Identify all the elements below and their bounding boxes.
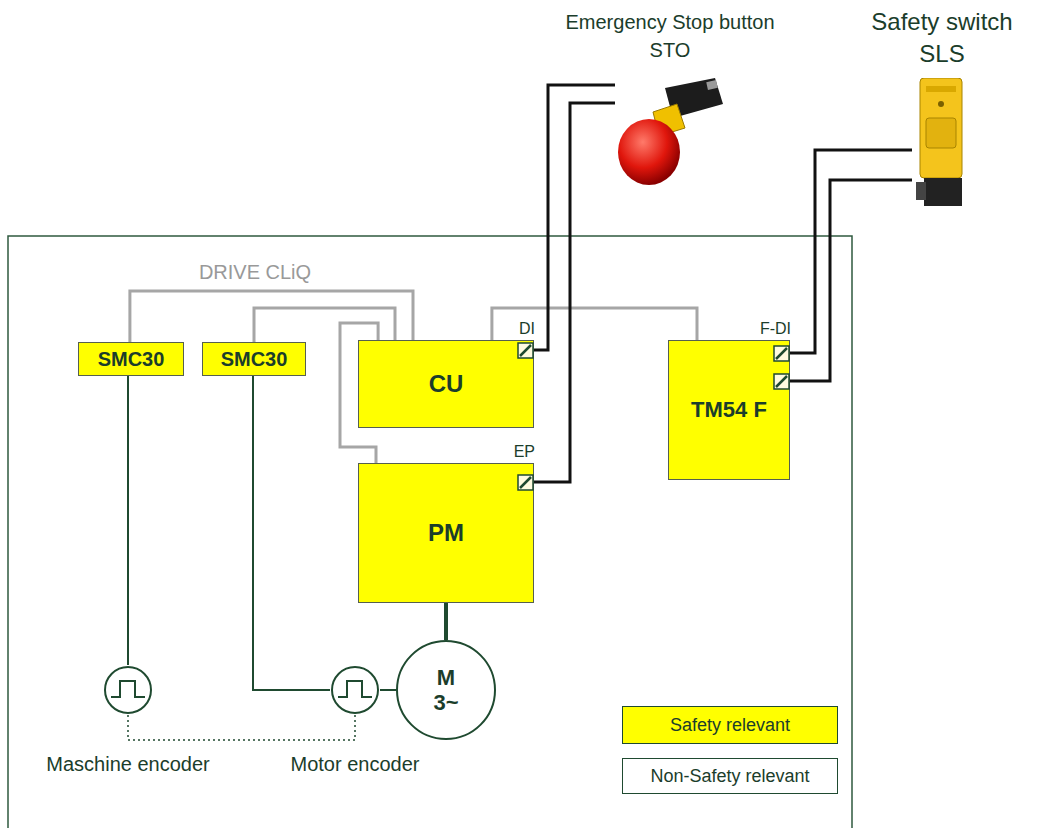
connection-line bbox=[444, 603, 448, 640]
housing-screw bbox=[938, 101, 944, 107]
terminal-label: F-DI bbox=[760, 320, 791, 338]
safety-switch: Safety switch SLS bbox=[912, 78, 972, 208]
control-unit: CUDI bbox=[358, 340, 534, 428]
terminal-slash bbox=[776, 376, 787, 387]
connection-line bbox=[380, 689, 396, 691]
signal-wire bbox=[790, 180, 912, 381]
sensor-module: SMC30 bbox=[202, 342, 306, 376]
signal-wire bbox=[534, 85, 615, 350]
actuator-slot bbox=[916, 182, 926, 200]
terminal-frame bbox=[518, 343, 533, 358]
sensor-module: SMC30 bbox=[78, 342, 184, 376]
terminal-frame bbox=[518, 475, 533, 490]
encoder-circle bbox=[105, 667, 151, 713]
encoder-illustration bbox=[330, 665, 380, 715]
module-name: SMC30 bbox=[98, 348, 165, 371]
terminal-symbol bbox=[774, 374, 789, 389]
drive-cliq-cable bbox=[492, 308, 697, 340]
part-label: Maschine encoder bbox=[18, 751, 238, 777]
terminal-frame bbox=[774, 374, 789, 389]
bus-label: DRIVE CLiQ bbox=[196, 260, 314, 284]
pulse-symbol bbox=[338, 681, 372, 697]
switch-housing bbox=[920, 78, 962, 178]
legend-text: Non-Safety relevant bbox=[650, 766, 809, 787]
terminal-symbol bbox=[774, 346, 789, 361]
terminal-symbol bbox=[518, 475, 533, 490]
actuator-head bbox=[924, 178, 962, 206]
mushroom-head bbox=[618, 119, 680, 185]
module-name: PM bbox=[428, 519, 464, 547]
emergency-stop-illustration bbox=[615, 78, 725, 188]
encoder-symbol: Maschine encoder bbox=[103, 665, 153, 715]
legend-text: Safety relevant bbox=[670, 715, 790, 736]
safety-switch-illustration bbox=[912, 78, 972, 208]
connection-line bbox=[127, 376, 129, 665]
terminal-slash bbox=[520, 345, 531, 356]
emergency-stop-button: Emergency Stop button STO bbox=[615, 78, 725, 188]
legend-swatch: Non-Safety relevant bbox=[622, 758, 838, 794]
module-name: M 3~ bbox=[433, 665, 458, 716]
part-label: Safety switch SLS bbox=[852, 6, 1032, 70]
terminal-slash bbox=[776, 348, 787, 359]
pulse-symbol bbox=[111, 681, 145, 697]
contact-block bbox=[706, 80, 717, 90]
cabinet-frame bbox=[8, 236, 852, 828]
module-name: TM54 F bbox=[691, 397, 767, 422]
encoder-illustration bbox=[103, 665, 153, 715]
part-label: Emergency Stop button STO bbox=[555, 8, 785, 64]
drive-cliq-cable bbox=[254, 308, 395, 342]
connection-line bbox=[128, 715, 355, 740]
housing-cover bbox=[926, 118, 956, 148]
legend-swatch: Safety relevant bbox=[622, 706, 838, 744]
encoder-symbol: Motor encoder bbox=[330, 665, 380, 715]
housing-rib bbox=[926, 86, 956, 92]
drive-cliq-cable bbox=[130, 291, 413, 342]
terminal-label: EP bbox=[514, 443, 535, 461]
module-name: CU bbox=[429, 370, 464, 398]
module-name: SMC30 bbox=[221, 348, 288, 371]
power-module: PMEP bbox=[358, 463, 534, 603]
signal-wire bbox=[534, 103, 615, 482]
terminal-frame bbox=[774, 346, 789, 361]
motor-symbol: M 3~ bbox=[396, 640, 496, 740]
terminal-label: DI bbox=[519, 320, 535, 338]
connection-line bbox=[253, 376, 330, 690]
terminal-symbol bbox=[518, 343, 533, 358]
terminal-module: TM54 FF-DI bbox=[668, 340, 790, 480]
part-label: Motor encoder bbox=[255, 751, 455, 777]
encoder-circle bbox=[332, 667, 378, 713]
terminal-slash bbox=[520, 477, 531, 488]
